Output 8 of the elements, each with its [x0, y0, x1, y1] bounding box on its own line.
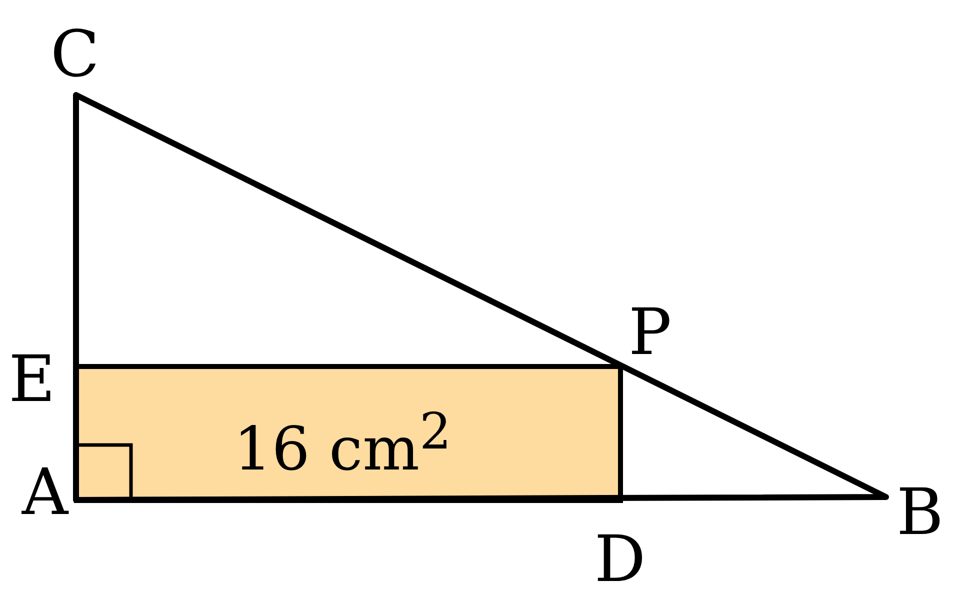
vertex-label: A [22, 461, 68, 525]
vertex-label: B [896, 481, 944, 545]
shaded-rectangle [74, 364, 622, 502]
area-label: 16 cm$^{2}$ [234, 406, 452, 479]
vertex-label: E [8, 348, 56, 412]
vertex-label: P [628, 301, 672, 365]
vertex-label: D [594, 528, 646, 592]
vertex-label: C [50, 23, 100, 87]
